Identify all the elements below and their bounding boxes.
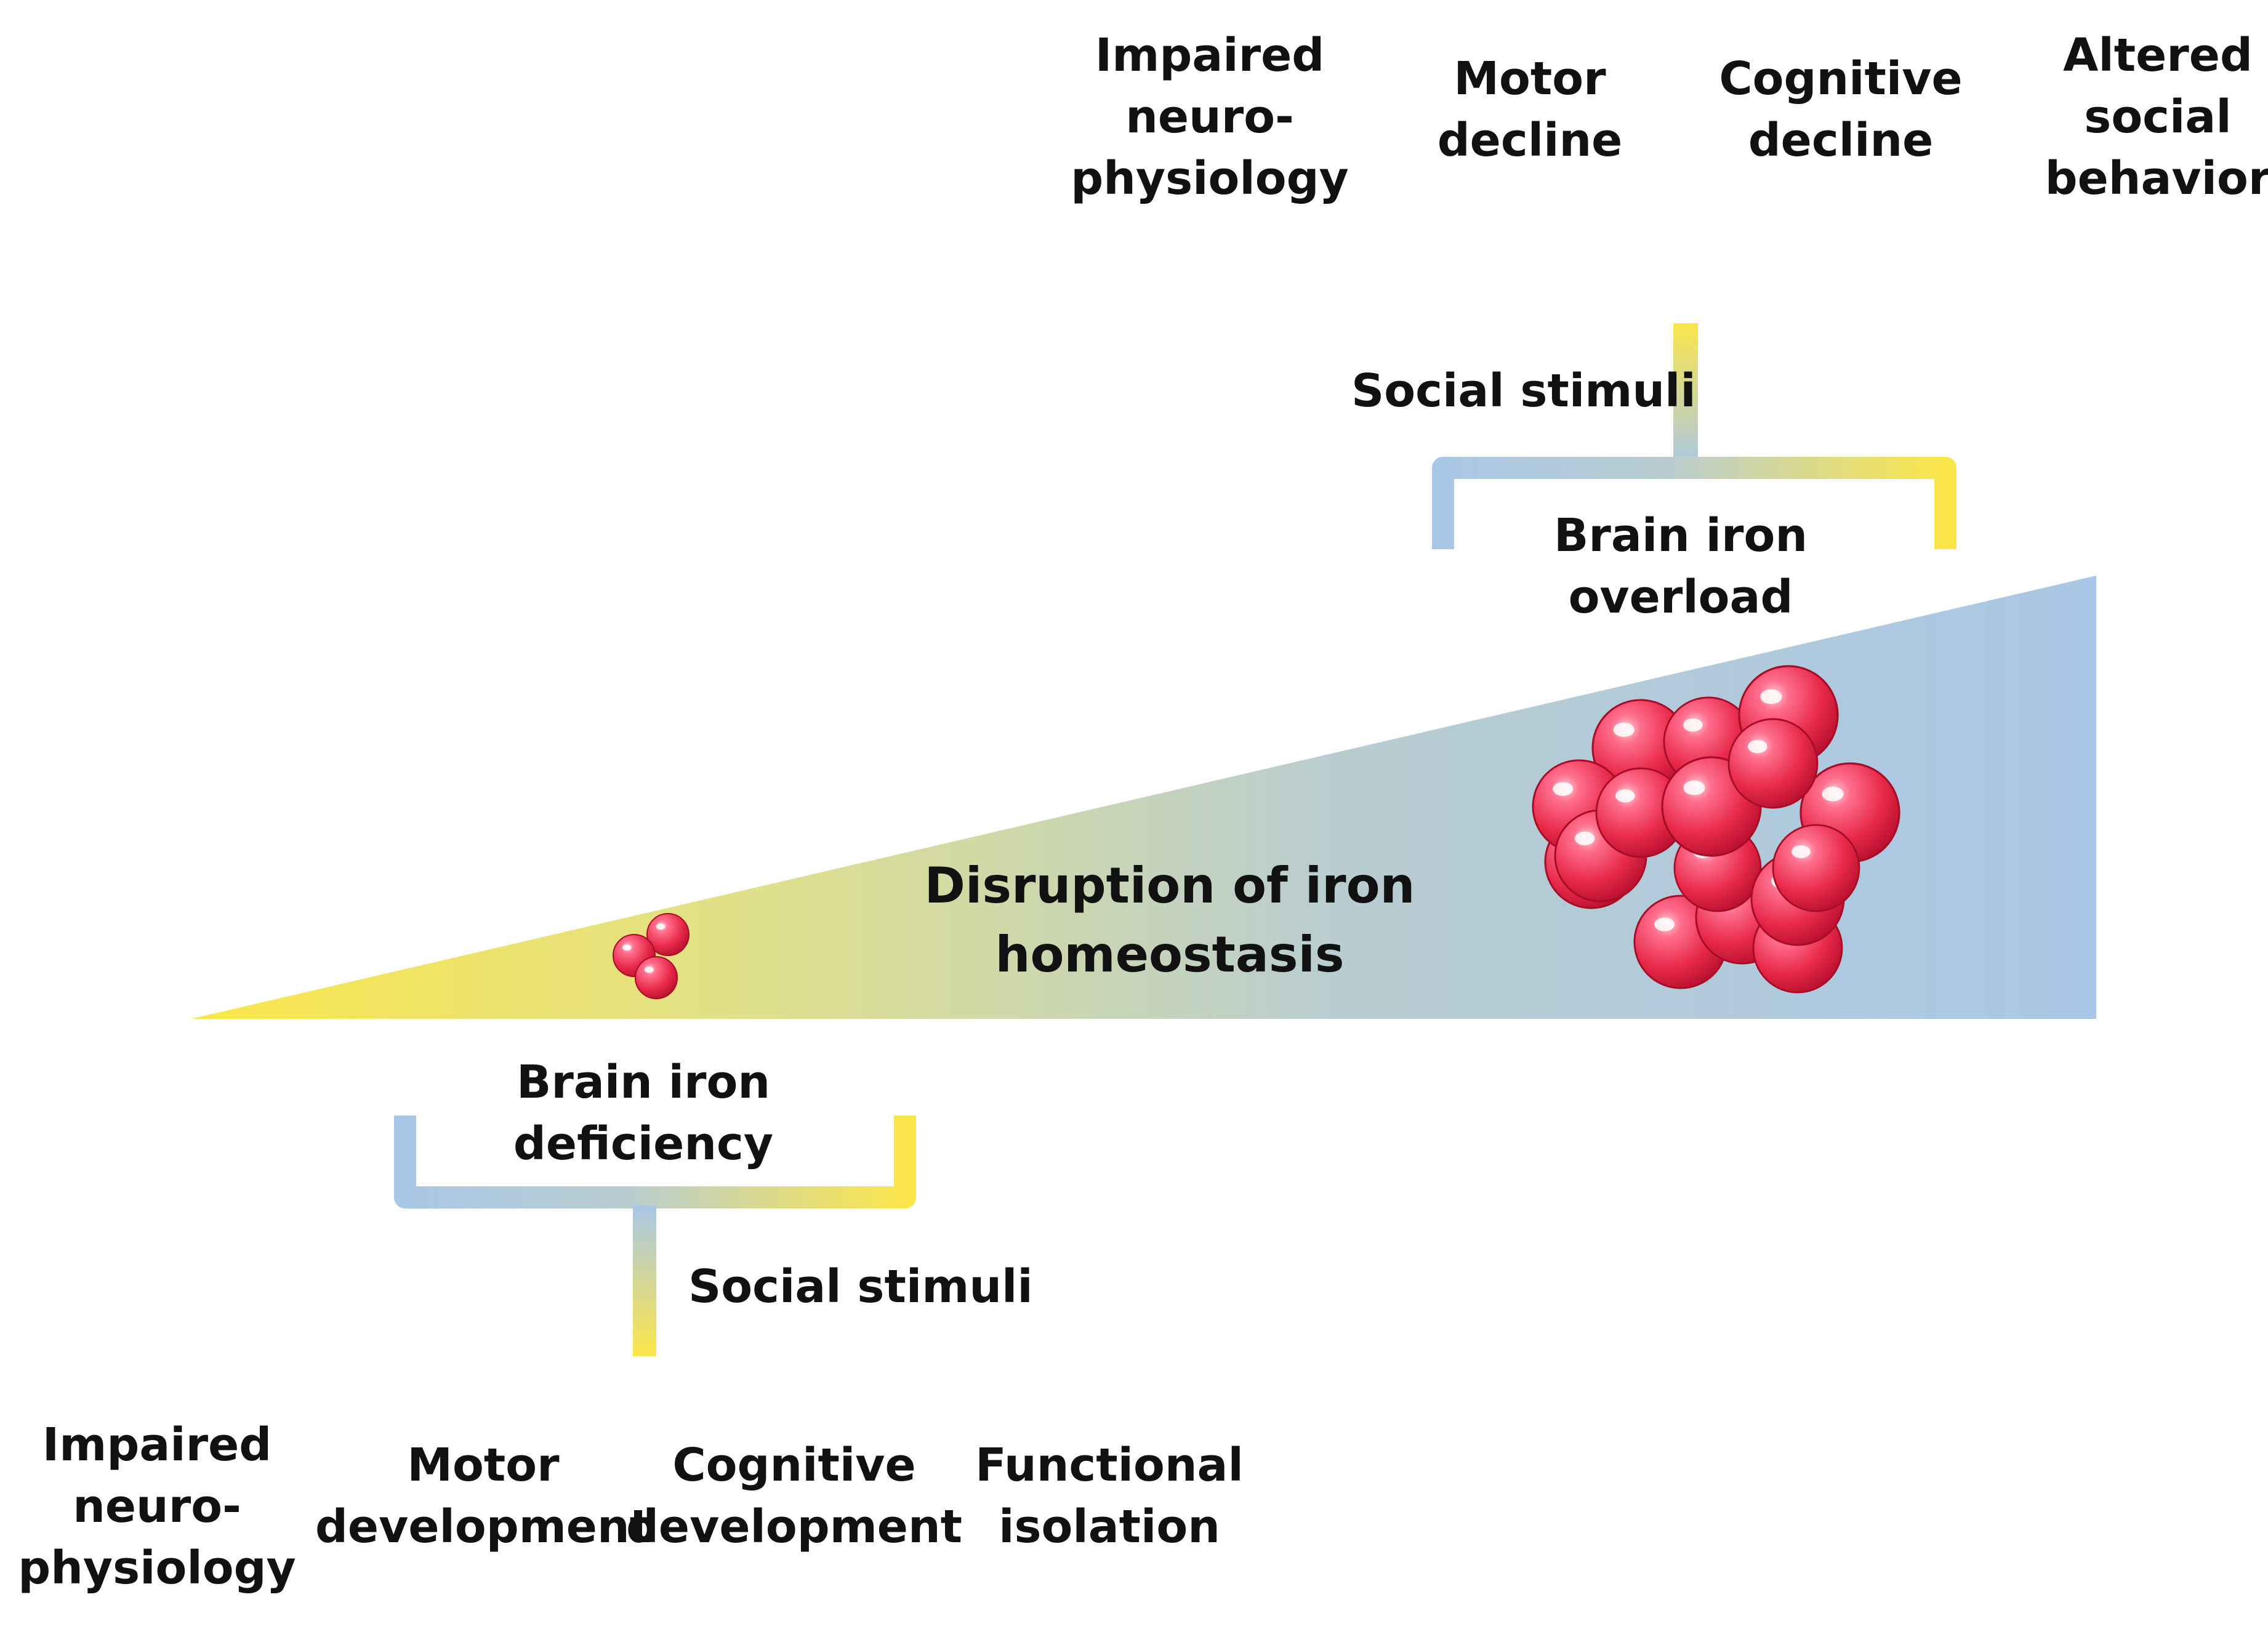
overload-outcome-social: Altered social behavior xyxy=(2045,29,2268,205)
deficiency-label: Brain iron deficiency xyxy=(513,1056,774,1170)
iron-particle-highlight xyxy=(1613,722,1635,738)
iron-particle-highlight xyxy=(1822,786,1844,802)
deficiency-social-stimuli: Social stimuli xyxy=(688,1260,1033,1313)
iron-particle-highlight xyxy=(644,966,654,973)
wedge-label: Disruption of iron homeostasis xyxy=(924,857,1415,983)
iron-disruption-wedge xyxy=(191,576,2096,1019)
iron-particle-highlight xyxy=(1574,831,1595,845)
deficiency-outcome-cognitive: Cognitive development xyxy=(625,1439,963,1553)
overload-social-stimuli: Social stimuli xyxy=(1351,364,1696,417)
overload-outcome-neurophysiology: Impaired neuro- physiology xyxy=(1071,29,1349,205)
iron-particle-highlight xyxy=(1654,917,1675,931)
deficiency-outcome-motor: Motor development xyxy=(315,1439,652,1553)
deficiency-outcome-functional: Functional isolation xyxy=(975,1439,1244,1553)
iron-particle-highlight xyxy=(1683,780,1705,795)
iron-particle-highlight xyxy=(622,944,632,951)
iron-particle xyxy=(1727,718,1819,809)
iron-particle xyxy=(1772,824,1860,912)
iron-particles-small-icon xyxy=(613,913,690,999)
deficiency-outcome-neurophysiology: Impaired neuro- physiology xyxy=(18,1418,296,1595)
iron-particle xyxy=(646,913,690,956)
overload-outcome-cognitive: Cognitive decline xyxy=(1719,52,1963,167)
iron-particle-highlight xyxy=(1683,718,1703,732)
overload-outcome-motor: Motor decline xyxy=(1437,52,1623,167)
iron-particle-highlight xyxy=(1791,845,1811,858)
iron-particle-highlight xyxy=(1747,739,1767,754)
iron-particles-large-icon xyxy=(1532,665,1900,994)
iron-particle-highlight xyxy=(1760,689,1782,704)
iron-particle xyxy=(635,956,678,999)
iron-particle-highlight xyxy=(1615,789,1635,803)
deficiency-bracket xyxy=(394,1116,916,1356)
overload-bracket xyxy=(1432,323,1956,549)
overload-label: Brain iron overload xyxy=(1553,509,1808,624)
iron-particle-highlight xyxy=(656,923,666,930)
iron-particle-highlight xyxy=(1553,782,1574,796)
